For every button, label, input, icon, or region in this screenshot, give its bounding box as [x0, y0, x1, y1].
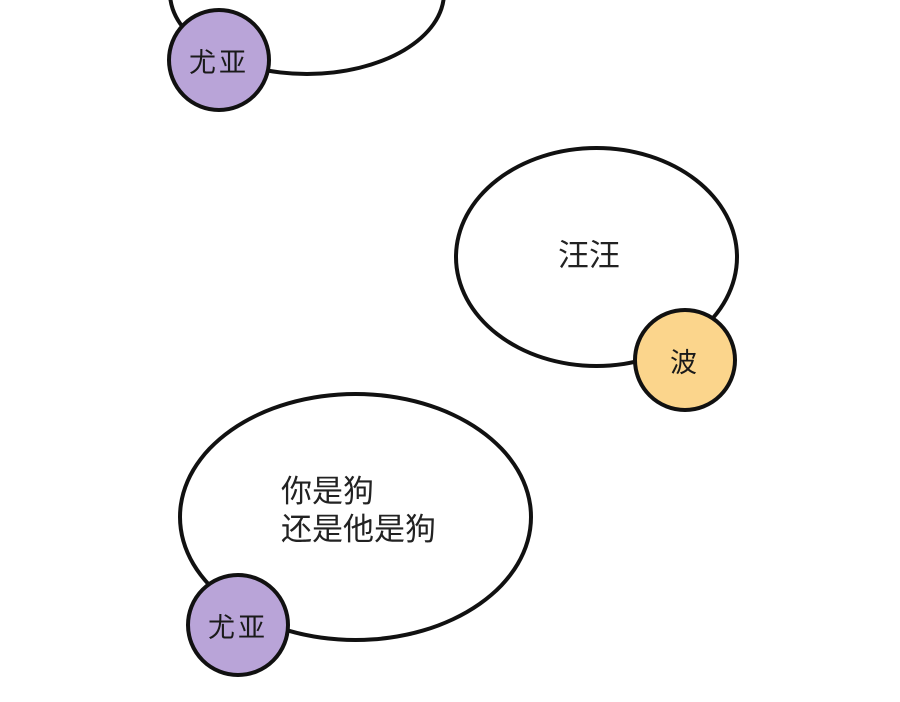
speaker-name: 波 [670, 347, 700, 379]
bubble-line: 汪汪 [558, 238, 620, 274]
speaker-name: 尤亚 [189, 47, 249, 79]
bubble-text-yuya: 你是狗 还是他是狗 [281, 473, 436, 549]
speaker-badge-bo: 波 [633, 308, 737, 412]
bubble-text-bo: 汪汪 [558, 237, 620, 275]
speaker-badge-yuya-top: 尤亚 [167, 8, 271, 112]
bubble-line: 还是他是狗 [281, 512, 436, 548]
bubble-line: 你是狗 [281, 474, 374, 510]
speaker-badge-yuya-bottom: 尤亚 [186, 573, 290, 677]
speaker-name: 尤亚 [208, 612, 268, 644]
